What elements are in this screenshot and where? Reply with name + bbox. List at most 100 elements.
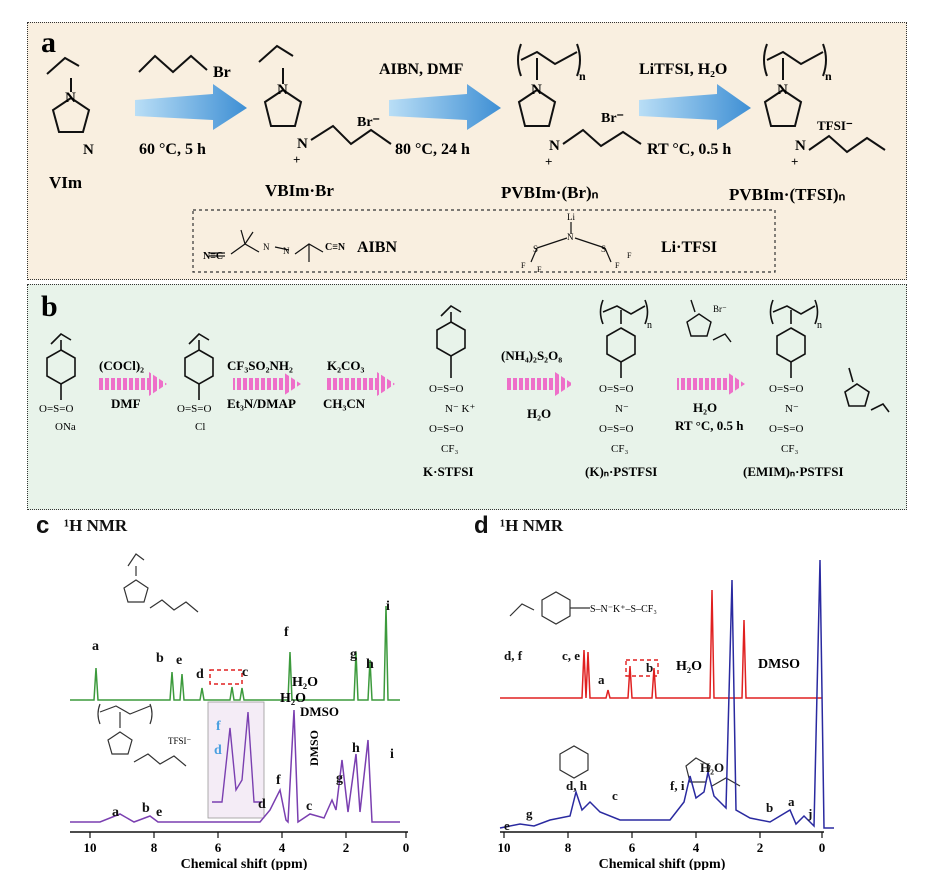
step3-reagent: LiTFSI, H₂O: [639, 61, 727, 78]
b-arrow-5: [677, 372, 745, 396]
svg-text:O=S=O: O=S=O: [177, 403, 211, 415]
svg-text:ONa: ONa: [55, 421, 76, 433]
panel-c-title: ¹H NMR: [64, 516, 128, 535]
c-inset-trace: [212, 711, 262, 803]
svg-text:F: F: [537, 265, 542, 274]
svg-text:f, i: f, i: [670, 778, 685, 793]
vbim-structure: [258, 44, 392, 146]
b-step5-top: H₂O: [693, 400, 717, 415]
panel-d-title: ¹H NMR: [500, 516, 564, 535]
green-trace: [70, 605, 400, 701]
b-step3-top: K₂CO₃: [327, 358, 365, 373]
svg-text:N: N: [277, 82, 288, 98]
c-ticks: [89, 832, 407, 838]
b-step5-bottom: RT °C, 0.5 h: [675, 418, 744, 433]
svg-text:N: N: [283, 246, 290, 256]
svg-text:f: f: [284, 625, 289, 640]
vim-label: VIm: [49, 173, 82, 192]
svg-text:b: b: [156, 651, 164, 666]
svg-text:+: +: [293, 152, 300, 167]
b-step1-top: (COCl)₂: [99, 358, 144, 373]
red-trace: [500, 589, 822, 699]
d-tick-label: 10: [498, 840, 511, 855]
step1-condition: 60 °C, 5 h: [139, 141, 206, 158]
svg-text:f: f: [216, 719, 221, 734]
svg-text:n: n: [579, 69, 586, 83]
svg-text:N⁻: N⁻: [615, 403, 629, 415]
step3-condition: RT °C, 0.5 h: [647, 141, 731, 158]
vim-structure: [46, 56, 91, 133]
k-stfsi-label: K·STFSI: [423, 464, 474, 479]
b-arrow-3: [327, 372, 395, 396]
svg-text:N⁻: N⁻: [785, 403, 799, 415]
svg-text:a: a: [788, 794, 795, 809]
svg-text:d, f: d, f: [504, 648, 523, 663]
emim-pstfsi-label: (EMIM)ₙ·PSTFSI: [743, 464, 844, 479]
svg-text:S–N⁻K⁺–S–CF₃: S–N⁻K⁺–S–CF₃: [590, 604, 657, 615]
svg-text:N: N: [263, 242, 270, 252]
svg-text:F: F: [521, 261, 526, 270]
svg-text:Cl: Cl: [195, 421, 205, 433]
svg-text:n: n: [817, 320, 822, 331]
svg-text:O=S=O: O=S=O: [429, 383, 463, 395]
aibn-label: AIBN: [357, 239, 397, 256]
d-tick-label: 0: [819, 840, 826, 855]
c-dmso-label-2: DMSO: [307, 730, 321, 766]
svg-text:b: b: [766, 800, 773, 815]
svg-text:e: e: [156, 805, 162, 820]
emim-br-structure: [686, 299, 732, 343]
svg-text:O=S=O: O=S=O: [599, 383, 633, 395]
pvbim-tfsi-structure: [763, 43, 886, 154]
arrow-2: [389, 84, 501, 130]
svg-text:N: N: [777, 82, 788, 98]
c-xlabel: Chemical shift (ppm): [181, 857, 308, 870]
svg-text:F: F: [627, 251, 632, 260]
svg-text:O=S=O: O=S=O: [769, 383, 803, 395]
k-stfsi-structure: [436, 304, 466, 378]
svg-text:d, h: d, h: [566, 778, 588, 793]
svg-text:N: N: [297, 136, 308, 152]
styrene-sulfonate-structure: [46, 332, 76, 400]
c-h2o-label-2: H₂O: [280, 691, 306, 706]
svg-text:O=S=O: O=S=O: [39, 403, 73, 415]
b-arrow-1: [99, 372, 167, 396]
svg-text:h: h: [352, 741, 360, 756]
svg-text:i: i: [386, 599, 390, 614]
c-dmso-label: DMSO: [300, 704, 339, 719]
purple-trace: [70, 709, 400, 824]
svg-text:TFSI⁻: TFSI⁻: [168, 736, 192, 746]
svg-text:N: N: [83, 142, 94, 158]
c-h2o-label: H₂O: [292, 675, 318, 690]
b-step1-bottom: DMF: [111, 396, 141, 411]
panel-a: [27, 22, 907, 280]
d-tick-label: 6: [629, 840, 636, 855]
svg-text:g: g: [350, 647, 357, 662]
litfsi-label: Li·TFSI: [661, 239, 717, 256]
pvbim-br-label: PVBIm·(Br)ₙ: [501, 183, 599, 202]
svg-text:N: N: [549, 138, 560, 154]
k-pstfsi-structure: [599, 299, 649, 378]
svg-text:b: b: [142, 801, 150, 816]
svg-text:a: a: [112, 805, 119, 820]
svg-text:c, e: c, e: [562, 648, 580, 663]
arrow-3: [639, 84, 751, 130]
svg-text:a: a: [598, 672, 605, 687]
vbim-sketch: [123, 553, 199, 613]
k-pstfsi-label: (K)ₙ·PSTFSI: [585, 464, 657, 479]
c-tick-label: 4: [279, 840, 286, 855]
d-h2o-label: H₂O: [676, 659, 702, 674]
emim-pstfsi-structure: [769, 299, 890, 413]
pvbim-sketch: [97, 703, 187, 767]
panel-a-scheme: a N N VIm Br 60 °C, 5 h N N + Br⁻ VBIm·B…: [41, 26, 886, 274]
svg-text:F: F: [615, 261, 620, 270]
b-step3-bottom: CH₃CN: [323, 396, 366, 411]
step2-reagent: AIBN, DMF: [379, 61, 464, 78]
svg-text:N: N: [531, 82, 542, 98]
counter-ion-3: TFSI⁻: [817, 118, 853, 133]
svg-text:d: d: [258, 797, 266, 812]
svg-text:O=S=O: O=S=O: [769, 423, 803, 435]
svg-text:n: n: [825, 69, 832, 83]
panel-b: [27, 284, 907, 510]
